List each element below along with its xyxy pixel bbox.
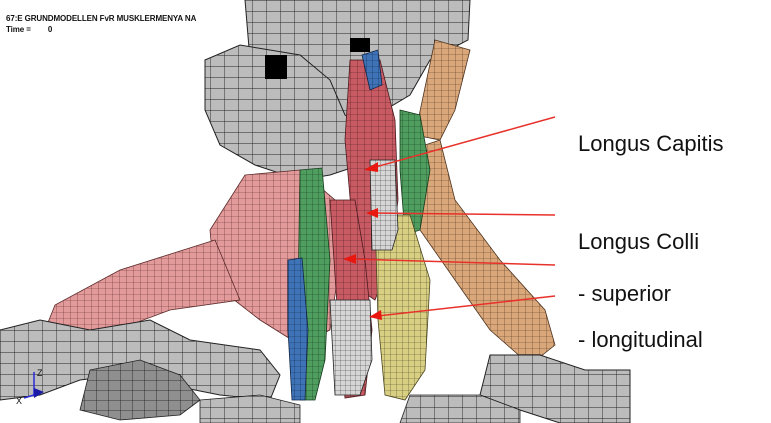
- label-longitudinal: - longitudinal: [578, 329, 703, 351]
- time-readout: Time = 0: [6, 25, 52, 34]
- time-label: Time =: [6, 25, 31, 34]
- model-title-readout: 67:E GRUNDMODELLEN FvR MUSKLERMENYA NA: [6, 14, 196, 23]
- shoulder-left-mesh: [0, 320, 300, 423]
- time-value: 0: [48, 25, 52, 34]
- pointer-line-capitis: [372, 117, 555, 168]
- axis-x-label: X: [16, 396, 22, 406]
- label-superior: - superior: [578, 283, 671, 305]
- neck-muscle-tan: [410, 40, 555, 365]
- label-longus-colli: Longus Colli: [578, 231, 699, 253]
- label-longus-capitis: Longus Capitis: [578, 133, 724, 155]
- axis-z-label: Z: [37, 368, 43, 378]
- shoulder-right-mesh: [400, 355, 630, 423]
